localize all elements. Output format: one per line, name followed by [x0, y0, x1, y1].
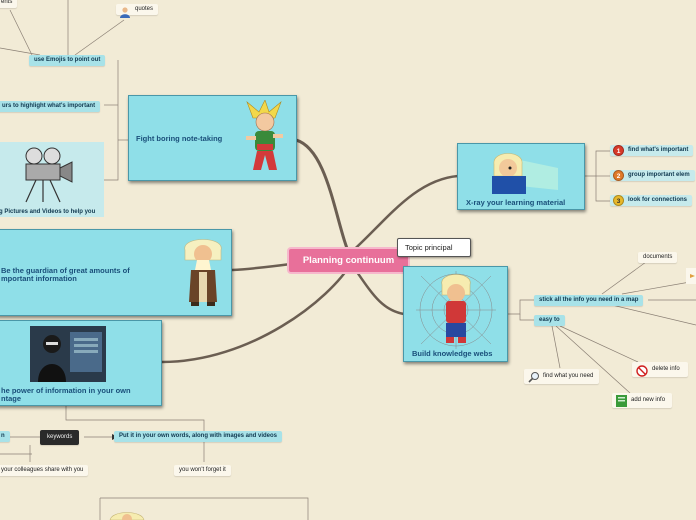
subtopic-own-words[interactable]: Put it in your own words, along with ima…: [114, 431, 283, 442]
xray-character-illustration: [492, 153, 558, 194]
subtopic-group-elements-label: group important elem: [628, 172, 690, 178]
subtopic-use-emojis[interactable]: use Emojis to point out: [29, 55, 106, 66]
subtopic-left-stub[interactable]: n: [0, 431, 10, 442]
subtopic-pictures-label: g Pictures and Videos to help you: [0, 209, 96, 215]
topic-xray-label: X-ray your learning material: [466, 198, 566, 207]
subtopic-pictures-videos-card[interactable]: g Pictures and Videos to help you: [0, 142, 104, 217]
topic-guardian-label-line1: Be the guardian of great amounts of: [1, 266, 130, 275]
topic-power-label-line1: he power of information in your own: [1, 386, 131, 395]
cartoon-character-illustration: [246, 100, 283, 170]
topic-guardian-of-information[interactable]: Be the guardian of great amounts of mpor…: [0, 229, 232, 316]
old-wizard-illustration: [184, 239, 222, 306]
subtopic-connections-label: look for connections: [628, 197, 688, 203]
subtopic-quotes[interactable]: quotes: [116, 4, 159, 15]
subtopic-keywords[interactable]: keywords: [40, 430, 80, 445]
partial-character-illustration: [109, 512, 145, 520]
subtopic-find-what-you-need[interactable]: find what you need: [524, 369, 600, 384]
subtopic-documents[interactable]: documents: [638, 252, 678, 263]
user-icon: [120, 7, 130, 18]
topic-fight-boring-note-taking[interactable]: Fight boring note-taking: [128, 95, 297, 181]
subtopic-look-for-connections[interactable]: look for connections: [610, 195, 693, 206]
spider-web-character-illustration: [416, 271, 496, 349]
topic-build-knowledge-webs[interactable]: Build knowledge webs: [403, 266, 508, 362]
topic-build-label: Build knowledge webs: [412, 349, 493, 358]
topic-guardian-label-line2: mportant information: [1, 274, 77, 283]
topic-power-of-information[interactable]: he power of information in your own ntag…: [0, 320, 162, 406]
subtopic-add-new-info[interactable]: add new info: [612, 393, 673, 408]
priority-1-icon: 1: [613, 145, 624, 156]
subtopic-add-info-label: add new info: [631, 397, 666, 403]
subtopic-find-need-label: find what you need: [543, 373, 594, 379]
topic-power-label-line2: ntage: [1, 394, 22, 403]
topic-xray-learning-material[interactable]: X-ray your learning material: [457, 143, 585, 210]
priority-2-icon: 2: [613, 170, 624, 181]
principal-topic-box[interactable]: Topic principal: [397, 238, 471, 257]
priority-3-icon: 3: [613, 195, 624, 206]
subtopic-highlight[interactable]: urs to highlight what's important: [0, 101, 101, 112]
subtopic-delete-info-label: delete info: [652, 366, 680, 372]
subtopic-stick-info-in-map[interactable]: stick all the info you need in a map: [534, 295, 644, 306]
subtopic-top-edge[interactable]: ents: [0, 0, 18, 8]
topic-fight-label: Fight boring note-taking: [136, 134, 223, 143]
subtopic-wont-forget[interactable]: you won't forget it: [174, 465, 231, 476]
subtopic-easy-to[interactable]: easy to: [534, 315, 565, 326]
man-at-computer-illustration: [30, 326, 106, 382]
forbidden-icon: [636, 365, 648, 377]
magnifier-icon: [528, 372, 539, 383]
arrow-note-icon: [686, 268, 696, 284]
principal-topic-label: Topic principal: [405, 243, 453, 252]
subtopic-group-elements[interactable]: group important elem: [610, 170, 695, 181]
central-topic[interactable]: Planning continuum: [287, 247, 410, 274]
add-note-icon: [616, 395, 627, 407]
central-topic-label: Planning continuum: [302, 255, 395, 266]
movie-camera-illustration: [25, 147, 73, 203]
subtopic-quotes-label: quotes: [135, 6, 154, 12]
subtopic-find-important-label: find what's important: [628, 147, 689, 153]
subtopic-find-important[interactable]: find what's important: [610, 145, 694, 156]
subtopic-colleagues-share[interactable]: your colleagues share with you: [0, 465, 89, 476]
